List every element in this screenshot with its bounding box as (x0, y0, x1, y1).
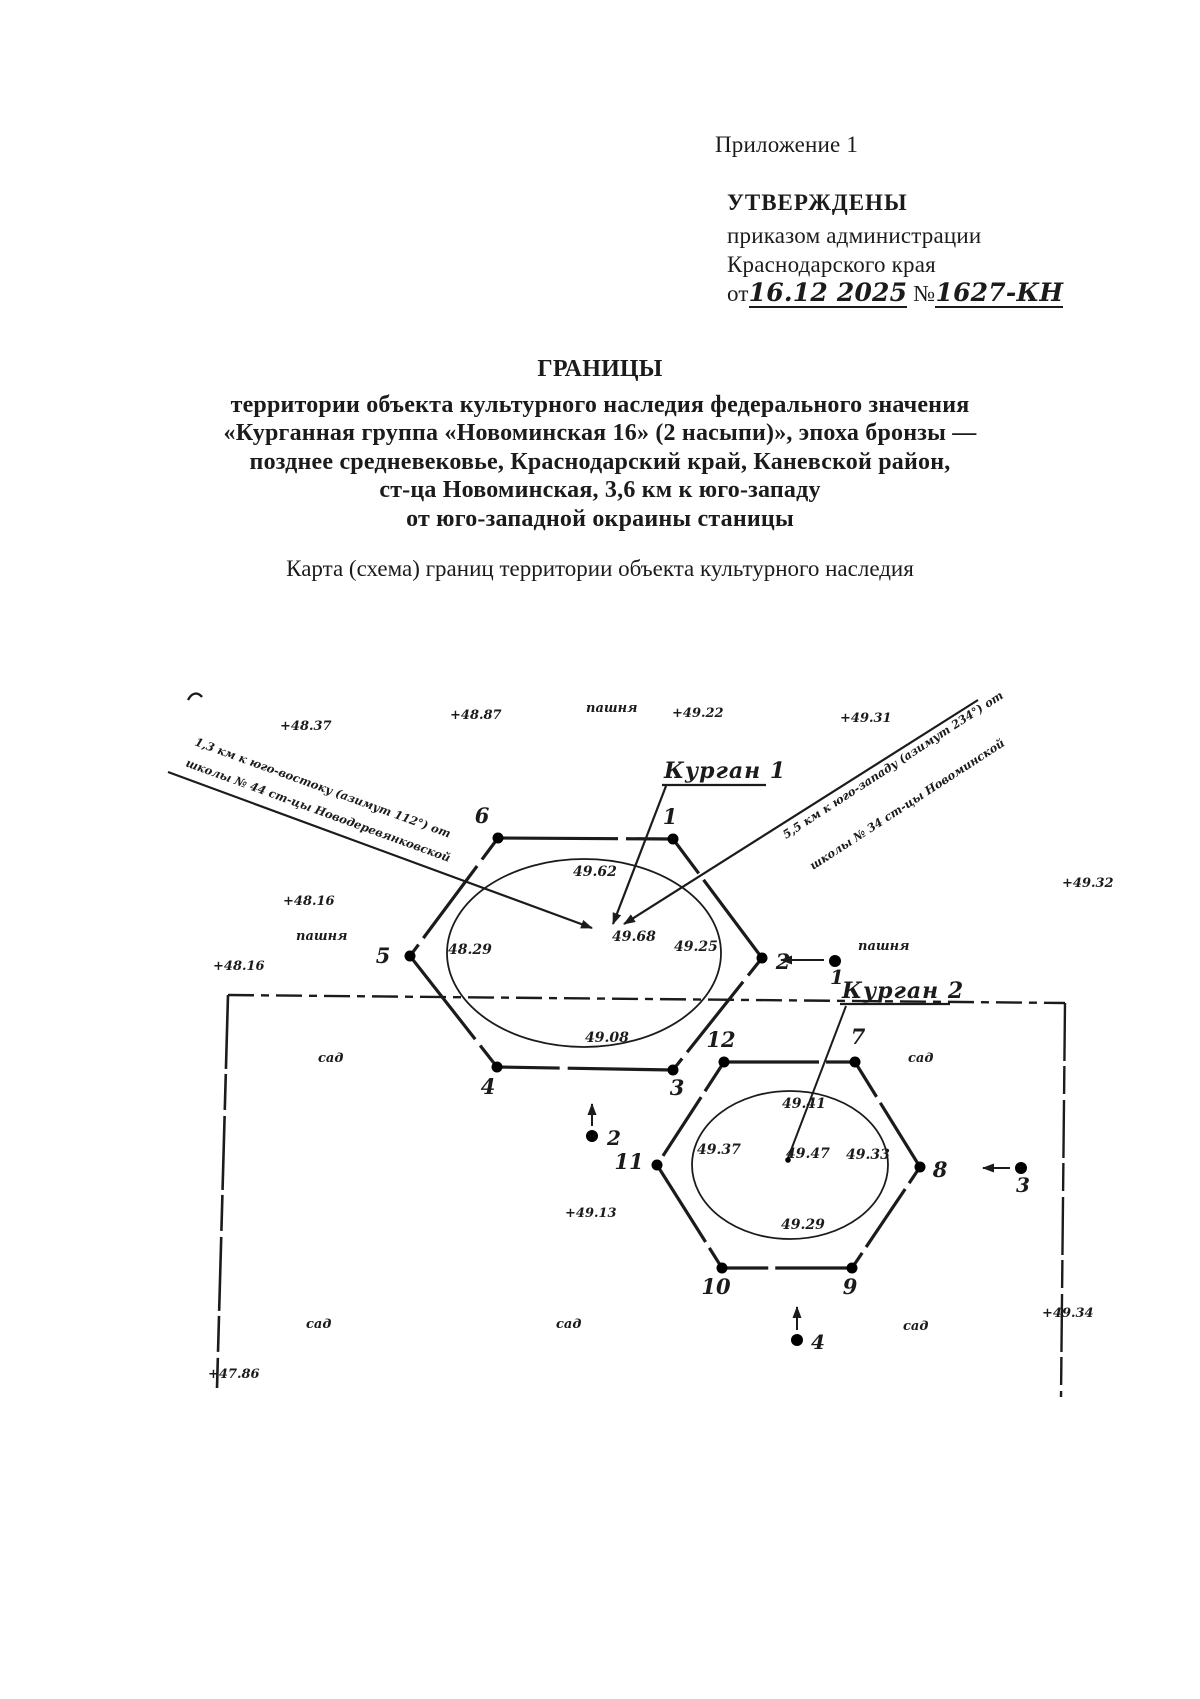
kurgan2-mound-outline (691, 1090, 889, 1240)
spot-elevation-49-13: +49.13 (565, 1206, 617, 1221)
kurgan2-point-7-label: 7 (851, 1024, 866, 1049)
boundary-map-scheme: 1,3 км к юго-востоку (азимут 112°) от шк… (167, 688, 1114, 1398)
direction-note-left-line-2: школы № 44 ст-цы Новодеревянковской (184, 756, 452, 865)
survey-marker-4-dot (791, 1334, 803, 1346)
kurgan1-point-4-label: 4 (481, 1074, 496, 1099)
landuse-sad-mid-left: сад (318, 1051, 343, 1066)
kurgan2-point-12-dot (718, 1056, 730, 1068)
kurgan1-elevation-right: 49.25 (674, 939, 718, 955)
plot-boundary-right-line (1059, 1002, 1067, 1398)
kurgan2-point-8-label: 8 (932, 1157, 948, 1182)
kurgan2-elevation-center: 49.47 (786, 1146, 830, 1162)
kurgan1-point-4-dot (491, 1061, 503, 1073)
kurgan2-point-7-dot (849, 1056, 861, 1068)
spot-elevation-48-87: +48.87 (450, 708, 502, 723)
landuse-sad-bottom-left: сад (306, 1317, 331, 1332)
kurgan1-point-6-dot (492, 832, 504, 844)
landuse-sad-bottom-mid: сад (556, 1317, 581, 1332)
appendix-label: Приложение 1 (715, 132, 859, 157)
kurgan2-callout-leader (787, 1005, 847, 1159)
approved-line-1: приказом администрации (727, 223, 982, 248)
title-line-1: ГРАНИЦЫ (537, 356, 663, 382)
survey-marker-3-dot (1015, 1162, 1027, 1174)
kurgan2-point-8-dot (914, 1161, 926, 1173)
handwritten-number: 1627-КН (935, 278, 1064, 307)
kurgan1-mound-outline (446, 858, 722, 1048)
spot-elevation-48-37: +48.37 (280, 719, 332, 734)
map-caption: Карта (схема) границ территории объекта … (286, 556, 914, 581)
kurgan2-point-9-label: 9 (843, 1274, 858, 1299)
landuse-pashnya-top: пашня (586, 701, 637, 716)
date-underline: 16.12 2025 (748, 278, 908, 309)
kurgan1-point-6-label: 6 (475, 803, 490, 828)
kurgan1-point-1-dot (667, 833, 679, 845)
landuse-pashnya-left: пашня (296, 929, 347, 944)
kurgan2-point-11-dot (651, 1159, 663, 1171)
spot-elevation-49-34: +49.34 (1042, 1306, 1094, 1321)
spot-elevation-49-32: +49.32 (1062, 876, 1114, 891)
kurgan1-point-2-dot (756, 952, 768, 964)
direction-line-from-novominskaya (623, 699, 979, 925)
kurgan2-point-10-label: 10 (701, 1274, 731, 1299)
kurgan1-point-3-label: 3 (670, 1075, 685, 1100)
kurgan2-elevation-top: 49.41 (782, 1096, 826, 1112)
title-line-5: ст-ца Новоминская, 3,6 км к юго-западу (379, 477, 821, 503)
title-line-6: от юго-западной окраины станицы (406, 506, 794, 532)
date-prefix: от (727, 281, 749, 306)
title-line-4: позднее средневековье, Краснодарский кра… (249, 449, 951, 475)
title-line-2: территории объекта культурного наследия … (230, 392, 970, 418)
kurgan1-point-5-label: 5 (376, 943, 391, 968)
stray-scan-mark (186, 692, 203, 701)
kurgan1-point-2-label: 2 (775, 949, 791, 974)
direction-line-from-novoderevyankovskaya (167, 770, 593, 930)
approved-heading: УТВЕРЖДЕНЫ (727, 190, 908, 215)
approved-line-2: Краснодарского края (727, 252, 936, 277)
kurgan1-elevation-center: 49.68 (612, 929, 656, 945)
landuse-sad-mid-right: сад (908, 1051, 933, 1066)
kurgan2-callout-end-dot (785, 1157, 791, 1163)
survey-marker-3-label: 3 (1016, 1173, 1030, 1197)
title-line-3: «Курганная группа «Новоминская 16» (2 на… (223, 420, 977, 446)
plot-boundary-horizontal-line (227, 993, 1066, 1005)
spot-elevation-49-31: +49.31 (840, 711, 892, 726)
spot-elevation-48-16-a: +48.16 (283, 894, 335, 909)
kurgan1-point-3-dot (667, 1064, 679, 1076)
direction-note-left-line-1: 1,3 км к юго-востоку (азимут 112°) от (193, 735, 453, 841)
number-underline: 1627-КН (935, 278, 1064, 309)
kurgan2-point-12-label: 12 (706, 1027, 735, 1052)
kurgan2-elevation-left: 49.37 (697, 1142, 741, 1158)
kurgan2-callout-label: Курган 2 (841, 978, 964, 1004)
spot-elevation-49-22: +49.22 (672, 706, 724, 721)
kurgan2-elevation-bottom: 49.29 (781, 1217, 825, 1233)
kurgan1-elevation-bottom: 49.08 (585, 1030, 629, 1046)
kurgan1-elevation-left: 48.29 (448, 942, 492, 958)
kurgan2-point-9-dot (846, 1262, 858, 1274)
kurgan1-elevation-top: 49.62 (573, 864, 617, 880)
kurgan2-point-10-dot (716, 1262, 728, 1274)
kurgan2-territory-boundary (655, 1060, 922, 1270)
number-prefix: № (913, 281, 936, 306)
survey-marker-1-label: 1 (830, 965, 844, 989)
landuse-sad-bottom-right: сад (903, 1319, 928, 1334)
survey-marker-2-label: 2 (606, 1126, 621, 1150)
handwritten-date: 16.12 2025 (748, 278, 908, 307)
survey-marker-1-dot (829, 955, 841, 967)
spot-elevation-47-86: +47.86 (208, 1367, 260, 1382)
kurgan2-elevation-right: 49.33 (846, 1147, 890, 1163)
landuse-pashnya-right: пашня (858, 939, 909, 954)
survey-marker-4-label: 4 (811, 1330, 825, 1354)
survey-marker-2-dot (586, 1130, 598, 1142)
kurgan1-callout-leader (611, 785, 668, 925)
kurgan1-point-5-dot (404, 950, 416, 962)
spot-elevation-48-16-b: +48.16 (213, 959, 265, 974)
kurgan1-callout-label: Курган 1 (663, 758, 786, 784)
kurgan2-point-11-label: 11 (614, 1149, 643, 1174)
plot-boundary-left-line (215, 994, 230, 1389)
kurgan1-point-1-label: 1 (663, 804, 678, 829)
order-date-number-line: от16.12 2025 №1627-КН (727, 278, 1064, 309)
